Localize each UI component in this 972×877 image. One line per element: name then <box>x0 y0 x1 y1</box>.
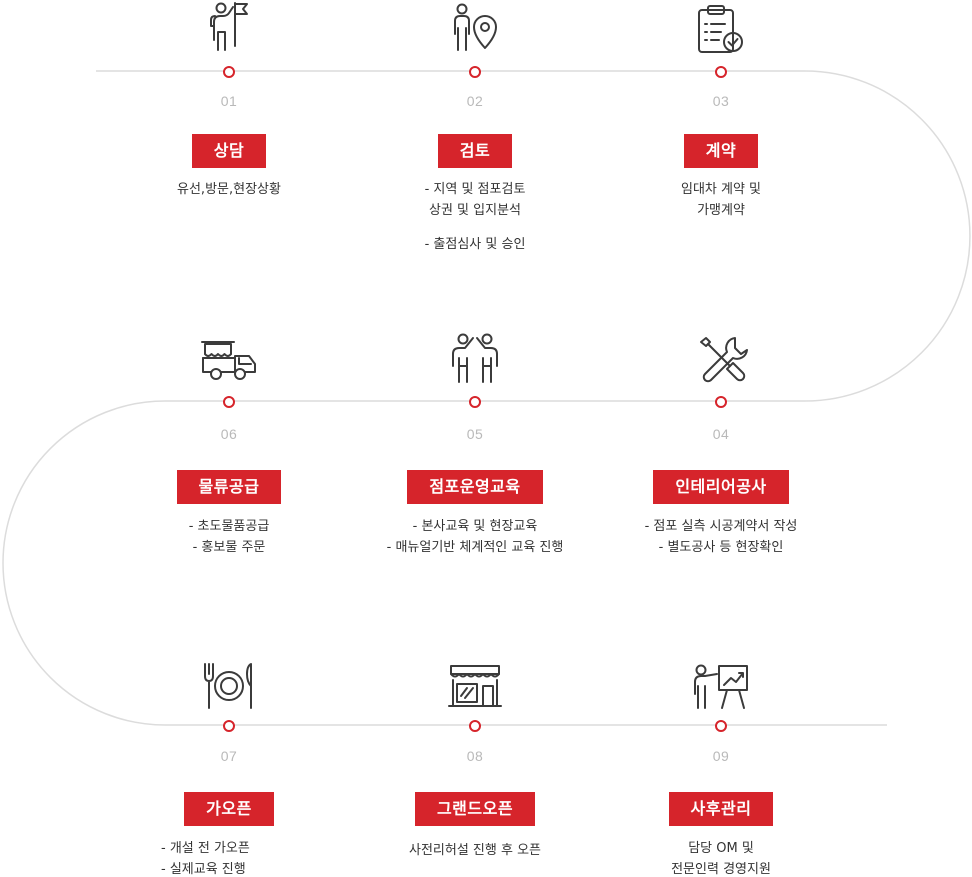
step-marker <box>223 66 235 78</box>
step-number: 04 <box>712 426 730 442</box>
step-number: 06 <box>220 426 238 442</box>
step-title: 검토 <box>437 134 513 168</box>
step-number: 07 <box>220 748 238 764</box>
step-title: 상담 <box>191 134 267 168</box>
description-line: - 출점심사 및 승인 <box>424 237 526 252</box>
step-title: 그랜드오픈 <box>414 792 536 826</box>
step-number: 02 <box>466 93 484 109</box>
description-line: 임대차 계약 및 <box>680 182 762 197</box>
step-marker <box>223 396 235 408</box>
step-description: - 초도물품공급 - 홍보물 주문 <box>109 516 349 558</box>
person-location-pin-icon <box>454 3 497 51</box>
step-marker <box>715 396 727 408</box>
step-description: - 점포 실측 시공계약서 작성 - 별도공사 등 현장확인 <box>601 516 841 558</box>
clipboard-check-icon <box>698 5 743 53</box>
step-description: 사전리허설 진행 후 오픈 <box>355 840 595 861</box>
step-marker <box>715 720 727 732</box>
step-title: 인테리어공사 <box>653 470 789 504</box>
step-marker <box>469 66 481 78</box>
step-description: - 본사교육 및 현장교육 - 매뉴얼기반 체계적인 교육 진행 <box>355 516 595 558</box>
step-title: 계약 <box>683 134 759 168</box>
description-line: 상권 및 입지분석 <box>429 203 521 218</box>
wrench-screwdriver-icon <box>700 337 748 383</box>
step-description: 담당 OM 및 전문인력 경영지원 <box>601 838 841 877</box>
step-title: 사후관리 <box>668 792 774 826</box>
description-line: - 실제교육 진행 <box>161 862 246 877</box>
description-line: 가맹계약 <box>697 203 745 218</box>
two-people-icon <box>452 333 498 383</box>
description-line: - 지역 및 점포검토 <box>424 182 526 197</box>
description-line: 담당 OM 및 <box>688 841 754 856</box>
description-line: 사전리허설 진행 후 오픈 <box>409 843 541 858</box>
person-flag-icon <box>210 2 248 51</box>
step-description: 임대차 계약 및 가맹계약 <box>601 179 841 221</box>
description-line: - 개설 전 가오픈 <box>161 841 250 856</box>
storefront-icon <box>448 665 502 707</box>
step-description: - 지역 및 점포검토 상권 및 입지분석 - 출점심사 및 승인 <box>355 179 595 255</box>
step-number: 08 <box>466 748 484 764</box>
step-description: - 개설 전 가오픈 - 실제교육 진행 <box>109 838 349 877</box>
description-line: - 점포 실측 시공계약서 작성 <box>644 519 798 534</box>
fork-plate-knife-icon <box>204 663 252 709</box>
step-title: 물류공급 <box>176 470 282 504</box>
step-marker <box>469 396 481 408</box>
description-line: - 별도공사 등 현장확인 <box>658 540 784 555</box>
description-line: - 홍보물 주문 <box>192 540 266 555</box>
description-line: 전문인력 경영지원 <box>671 862 771 877</box>
step-number: 09 <box>712 748 730 764</box>
description-line: - 초도물품공급 <box>188 519 270 534</box>
step-marker <box>469 720 481 732</box>
step-title: 점포운영교육 <box>407 470 543 504</box>
step-marker <box>715 66 727 78</box>
step-title: 가오픈 <box>184 792 274 826</box>
step-number: 05 <box>466 426 484 442</box>
step-marker <box>223 720 235 732</box>
step-number: 03 <box>712 93 730 109</box>
description-line: - 본사교육 및 현장교육 <box>412 519 538 534</box>
presenter-chart-icon <box>694 664 748 709</box>
description-line: 유선,방문,현장상황 <box>177 182 281 197</box>
step-number: 01 <box>220 93 238 109</box>
delivery-truck-icon <box>201 341 256 380</box>
step-description: 유선,방문,현장상황 <box>109 179 349 200</box>
description-line: - 매뉴얼기반 체계적인 교육 진행 <box>386 540 564 555</box>
